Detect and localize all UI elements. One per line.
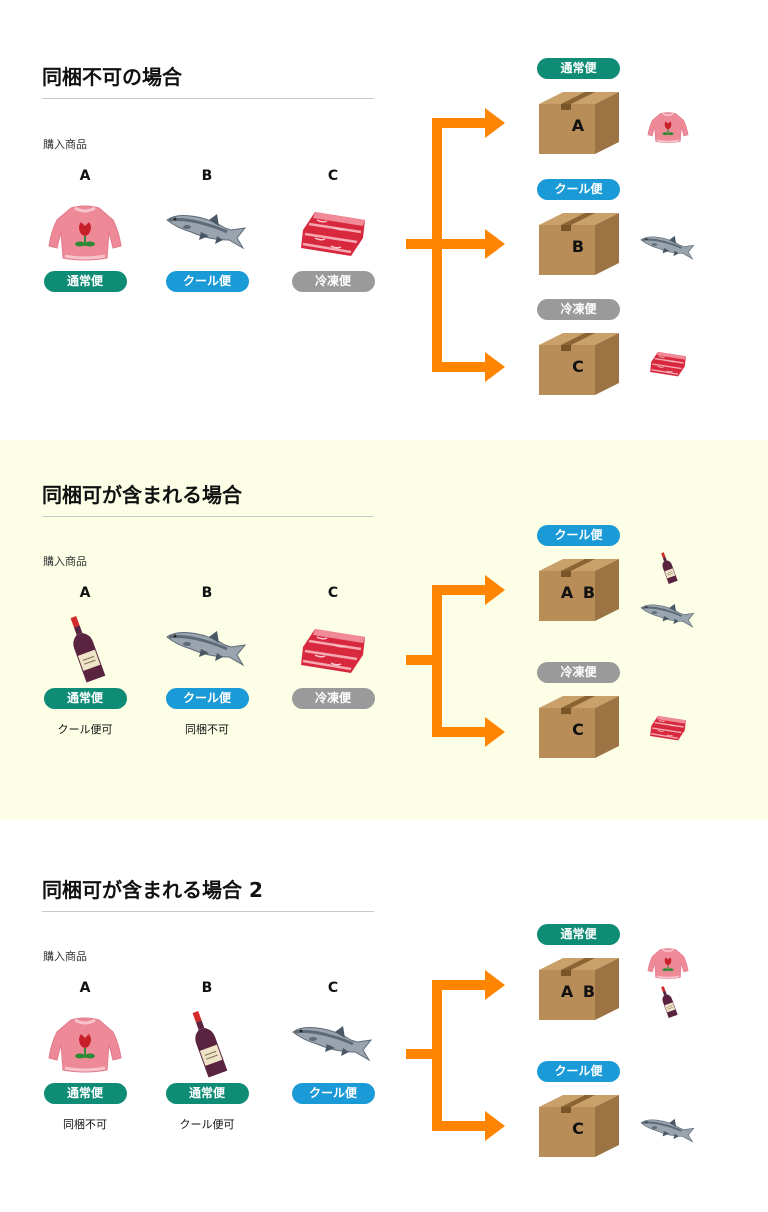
section-title: 同梱可が含まれる場合 2 (42, 877, 374, 912)
box-label: B (571, 237, 587, 256)
arrow-input-stem (406, 239, 436, 249)
shipping-badge-cool: クール便 (537, 1061, 620, 1082)
arrow-branch-1 (432, 980, 488, 990)
arrow-branch-2 (432, 239, 488, 249)
box-label: C (572, 1119, 586, 1138)
shipping-badge-standard: 通常便 (537, 924, 620, 945)
arrow-head-1 (485, 970, 505, 1000)
wine-bottle-icon (648, 546, 688, 590)
section-bundling-allowed-2: 同梱可が含まれる場合 2 購入商品 A 通常便 同梱不可 B 通常便 クール便可… (0, 820, 768, 1212)
shipping-badge-frozen: 冷凍便 (291, 688, 375, 709)
sweater-icon (43, 198, 127, 266)
arrow-branch-1 (432, 585, 488, 595)
meat-icon (644, 708, 692, 746)
split-arrows (406, 575, 505, 747)
product-item-b: B 通常便 クール便可 (165, 978, 249, 1132)
product-letter: B (201, 168, 213, 184)
product-letter: A (79, 980, 91, 996)
shipping-badge-frozen: 冷凍便 (291, 271, 375, 292)
shipping-badge-standard: 通常便 (165, 1083, 249, 1104)
box-label: A B (560, 982, 598, 1001)
arrow-head-1 (485, 108, 505, 138)
shipping-badge-cool: クール便 (291, 1083, 375, 1104)
product-item-c: C クール便 (291, 978, 375, 1104)
shipping-badge-frozen: 冷凍便 (537, 662, 620, 683)
salmon-icon (638, 1108, 698, 1154)
wine-bottle-icon (648, 980, 688, 1024)
box-label: A B (560, 583, 598, 602)
arrow-trunk (432, 585, 442, 737)
meat-icon (291, 198, 375, 266)
wine-bottle-icon (165, 1010, 249, 1078)
split-arrows (406, 108, 505, 382)
arrow-trunk (432, 980, 442, 1131)
product-item-a: A 通常便 (43, 166, 127, 292)
product-item-b: B クール便 (165, 166, 249, 292)
meat-icon (291, 615, 375, 683)
product-item-b: B クール便 同梱不可 (165, 583, 249, 737)
salmon-icon (291, 1010, 375, 1078)
arrow-branch-2 (432, 727, 488, 737)
box-label: A (571, 116, 587, 135)
sweater-icon (43, 1010, 127, 1078)
arrow-head-2 (485, 1111, 505, 1141)
shipping-badge-standard: 通常便 (43, 271, 127, 292)
arrow-branch-1 (432, 118, 488, 128)
arrow-branch-3 (432, 362, 488, 372)
shipping-badge-cool: クール便 (537, 525, 620, 546)
arrow-input-stem (406, 655, 436, 665)
section-bundling-allowed: 同梱可が含まれる場合 購入商品 A 通常便 クール便可 B クール便 同梱不可 … (0, 440, 768, 820)
section-no-bundling: 同梱不可の場合 購入商品 A 通常便 B クール便 C 冷凍便 通常便 A クー (0, 0, 768, 440)
product-item-a: A 通常便 同梱不可 (43, 978, 127, 1132)
product-item-c: C 冷凍便 (291, 583, 375, 709)
salmon-icon (165, 198, 249, 266)
shipping-badge-cool: クール便 (165, 688, 249, 709)
arrow-head-3 (485, 352, 505, 382)
product-letter: A (79, 168, 91, 184)
section-title: 同梱可が含まれる場合 (42, 482, 374, 517)
shipping-badge-standard: 通常便 (43, 688, 127, 709)
section-title: 同梱不可の場合 (42, 64, 374, 99)
box-label: C (572, 720, 586, 739)
arrow-head-2 (485, 229, 505, 259)
split-arrows (406, 970, 505, 1141)
shipping-badge-frozen: 冷凍便 (537, 299, 620, 320)
box-label: C (572, 357, 586, 376)
purchased-items-label: 購入商品 (43, 950, 87, 963)
product-letter: C (327, 585, 339, 601)
salmon-icon (165, 615, 249, 683)
product-letter: C (327, 980, 339, 996)
item-note: 同梱不可 (185, 723, 229, 736)
arrow-head-2 (485, 717, 505, 747)
item-note: 同梱不可 (63, 1118, 107, 1131)
product-letter: B (201, 585, 213, 601)
product-letter: A (79, 585, 91, 601)
meat-icon (644, 344, 692, 382)
product-letter: C (327, 168, 339, 184)
shipping-badge-cool: クール便 (165, 271, 249, 292)
purchased-items-label: 購入商品 (43, 555, 87, 568)
shipping-badge-standard: 通常便 (43, 1083, 127, 1104)
salmon-icon (638, 225, 698, 271)
shipping-badge-cool: クール便 (537, 179, 620, 200)
product-letter: B (201, 980, 213, 996)
arrow-branch-2 (432, 1121, 488, 1131)
sweater-icon (644, 108, 692, 146)
arrow-head-1 (485, 575, 505, 605)
shipping-badge-standard: 通常便 (537, 58, 620, 79)
product-item-a: A 通常便 クール便可 (43, 583, 127, 737)
purchased-items-label: 購入商品 (43, 138, 87, 151)
wine-bottle-icon (43, 615, 127, 683)
item-note: クール便可 (179, 1118, 235, 1131)
item-note: クール便可 (57, 723, 113, 736)
product-item-c: C 冷凍便 (291, 166, 375, 292)
arrow-input-stem (406, 1049, 436, 1059)
salmon-icon (638, 593, 698, 639)
sweater-icon (644, 944, 692, 982)
